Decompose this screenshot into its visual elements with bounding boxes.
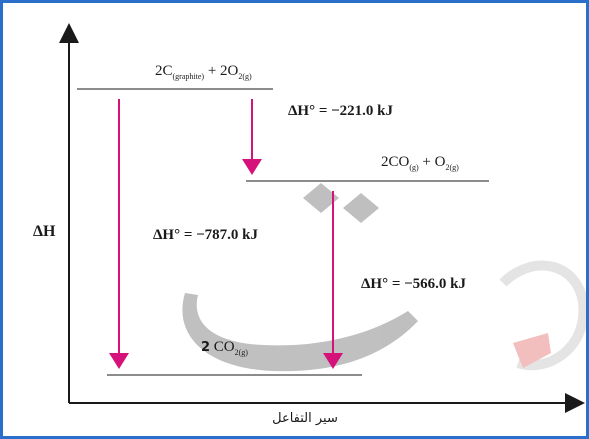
x-axis-label: سير التفاعل — [272, 411, 338, 426]
enthalpy-step2-label: ΔH° = −566.0 kJ — [361, 276, 467, 292]
enthalpy-step1-label: ΔH° = −221.0 kJ — [288, 103, 394, 119]
enthalpy-diagram: ΔH سير التفاعل 2C(graphite) + 2O2(g) 2CO… — [33, 23, 586, 426]
label-middle-species: 2CO(g) + O2(g) — [381, 154, 459, 172]
y-axis-label: ΔH — [33, 223, 56, 240]
label-bottom-product: 2 CO2(g) — [201, 339, 248, 357]
watermark-logo — [182, 183, 586, 372]
enthalpy-total-label: ΔH° = −787.0 kJ — [153, 227, 259, 243]
label-top-reactants: 2C(graphite) + 2O2(g) — [155, 63, 252, 81]
